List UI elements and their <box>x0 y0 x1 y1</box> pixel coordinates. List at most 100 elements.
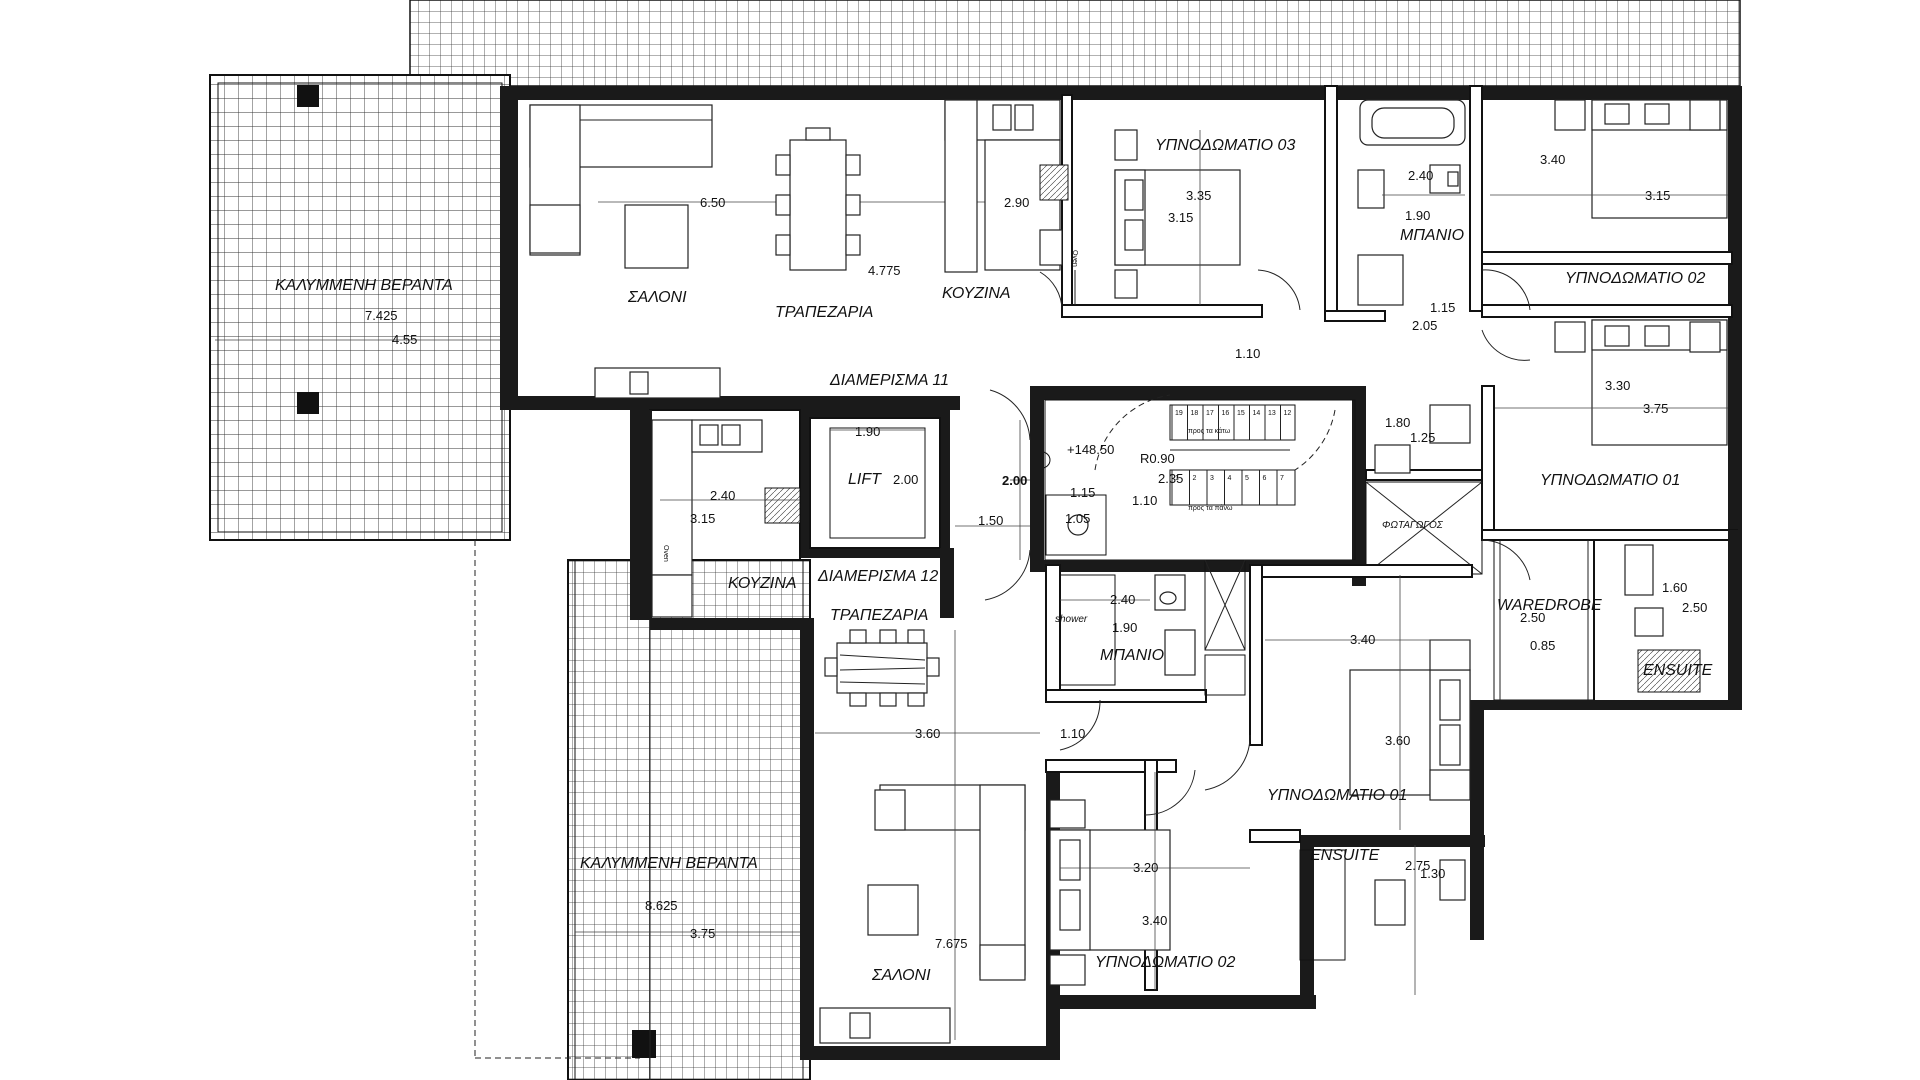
label-ypnodomatio-03: ΥΠΝΟΔΩΜΑΤΙΟ 03 <box>1155 137 1295 154</box>
label-kouzina-12: ΚΟΥΖΙΝΑ <box>728 575 797 592</box>
dim-stair-b: 1.10 <box>1132 493 1157 508</box>
dim-lift-h: 2.00 <box>893 472 918 487</box>
dim-bath12-w: 2.40 <box>1110 592 1135 607</box>
kitchen-12-units <box>651 419 801 618</box>
label-veranda-bottom: ΚΑΛΥΜΜΕΝΗ ΒΕΡΑΝΤΑ <box>580 855 758 872</box>
stair-step-number: 13 <box>1268 410 1276 417</box>
bedroom-01-mid-furniture <box>1265 575 1471 830</box>
dim-living-11: 6.50 <box>700 195 725 210</box>
label-ypnodomatio-02-mid: ΥΠΝΟΔΩΜΑΤΙΟ 02 <box>1095 954 1235 971</box>
living-12-furniture <box>815 630 1040 1044</box>
dim-bed01-w: 3.30 <box>1605 378 1630 393</box>
dim-bath-w: 2.40 <box>1408 168 1433 183</box>
stair-step-number: 15 <box>1237 410 1245 417</box>
dim-bed03-h: 3.15 <box>1168 210 1193 225</box>
room-labels: ΚΑΛΥΜΜΕΝΗ ΒΕΡΑΝΤΑ ΣΑΛΟΝΙ ΤΡΑΠΕΖΑΡΙΑ ΚΟΥΖ… <box>275 137 1713 984</box>
bathroom-top-fixtures <box>1357 99 1466 306</box>
stair-step-number: 19 <box>1175 410 1183 417</box>
label-veranda-top: ΚΑΛΥΜΜΕΝΗ ΒΕΡΑΝΤΑ <box>275 277 453 294</box>
dim-stair-a: 1.15 <box>1070 485 1095 500</box>
oven-label: Oven <box>1071 250 1078 267</box>
stair-down-label: προς τα κάτω <box>1188 427 1231 435</box>
dim-veranda-top-h: 4.55 <box>392 332 417 347</box>
label-apartment-12: ΔΙΑΜΕΡΙΣΜΑ 12 <box>817 568 938 585</box>
dining-11-table <box>775 127 861 271</box>
label-lift: LIFT <box>848 471 882 488</box>
dim-bed01m-w: 3.40 <box>1350 632 1375 647</box>
living-11-furniture <box>529 104 1040 399</box>
dim-ward-d: 0.85 <box>1530 638 1555 653</box>
dim-bed01m-h: 3.60 <box>1385 733 1410 748</box>
label-shower: shower <box>1055 614 1088 625</box>
dim-stair-r: R0.90 <box>1140 451 1175 466</box>
dim-depth-11: 4.775 <box>868 263 901 278</box>
bedroom-03-furniture <box>1114 129 1241 305</box>
dim-bath12-h: 1.90 <box>1112 620 1137 635</box>
dim-lobby: 2.00 <box>1002 473 1027 488</box>
dim-wc-w: 1.80 <box>1385 415 1410 430</box>
dim-lift-w: 1.90 <box>855 424 880 439</box>
stair-labels: προς τα κάτω προς τα πάνω Oven Oven <box>662 250 1233 562</box>
dim-corr-c: 1.10 <box>1235 346 1260 361</box>
stair-step-number: 6 <box>1263 475 1267 482</box>
label-ensuite-mid: ENSUITE <box>1310 847 1380 864</box>
dim-level: +148.50 <box>1067 442 1114 457</box>
dim-living12-w: 3.60 <box>915 726 940 741</box>
bedroom-02-mid-furniture <box>1049 772 1250 990</box>
label-waredrobe: WAREDROBE <box>1497 597 1602 614</box>
dim-stair-w: 2.35 <box>1158 471 1183 486</box>
dim-ensm-w: 2.75 <box>1405 858 1430 873</box>
stair-step-number: 3 <box>1210 475 1214 482</box>
bedroom-01-right-furniture <box>1495 319 1728 446</box>
dim-corr-b: 2.05 <box>1412 318 1437 333</box>
label-ypnodomatio-01-right: ΥΠΝΟΔΩΜΑΤΙΟ 01 <box>1540 472 1680 489</box>
dim-bed01-h: 3.75 <box>1643 401 1668 416</box>
kitchen-11-units <box>944 99 1076 305</box>
dim-veranda-top-w: 7.425 <box>365 308 398 323</box>
dim-wc-h: 1.25 <box>1410 430 1435 445</box>
stair-step-number: 4 <box>1228 475 1232 482</box>
stair-step-number: 18 <box>1191 410 1199 417</box>
dim-living12-h: 7.675 <box>935 936 968 951</box>
dim-kitchen12-w: 2.40 <box>710 488 735 503</box>
label-mpanio-top: ΜΠΑΝΙΟ <box>1400 227 1464 244</box>
dim-bed02m-h: 3.40 <box>1142 913 1167 928</box>
dim-lobby-w: 1.50 <box>978 513 1003 528</box>
label-mpanio-mid: ΜΠΑΝΙΟ <box>1100 647 1164 664</box>
doors <box>984 269 1531 816</box>
label-fotagogos: ΦΩΤΑΓΩΓΟΣ <box>1382 520 1444 531</box>
label-trapezaria-11: ΤΡΑΠΕΖΑΡΙΑ <box>775 304 873 321</box>
stair-step-number: 17 <box>1206 410 1214 417</box>
stair-step-number: 2 <box>1193 475 1197 482</box>
dim-ensm-h: 1.30 <box>1420 866 1445 881</box>
dim-ward-w: 2.50 <box>1520 610 1545 625</box>
dim-veranda-bot-h: 3.75 <box>690 926 715 941</box>
veranda-top-left <box>209 74 511 541</box>
stair-step-number: 12 <box>1284 410 1292 417</box>
dim-kitchen-11: 2.90 <box>1004 195 1029 210</box>
stair-step-number: 16 <box>1222 410 1230 417</box>
bedroom-02-right-furniture <box>1490 99 1728 219</box>
ensuite-mid-fixtures <box>1299 845 1466 995</box>
dining-12-table <box>824 629 940 707</box>
veranda-bottom-left <box>474 540 811 1080</box>
dim-bed02-h: 3.15 <box>1645 188 1670 203</box>
dim-kitchen12-h: 3.15 <box>690 511 715 526</box>
label-kouzina-11: ΚΟΥΖΙΝΑ <box>942 285 1011 302</box>
dim-bath-h: 1.90 <box>1405 208 1430 223</box>
label-ypnodomatio-01-mid: ΥΠΝΟΔΩΜΑΤΙΟ 01 <box>1267 787 1407 804</box>
label-saloni-12: ΣΑΛΟΝΙ <box>871 967 931 984</box>
label-ensuite-right: ENSUITE <box>1643 662 1713 679</box>
apartment-11-walls <box>500 85 1742 708</box>
bath-12-fixtures <box>1059 559 1246 696</box>
oven-label-12: Oven <box>662 545 669 562</box>
dimension-labels: 7.425 4.55 6.50 2.90 4.775 3.35 3.15 2.4… <box>365 152 1707 951</box>
wardrobe-ensuite-right <box>1480 530 1742 710</box>
top-balcony <box>409 0 1741 87</box>
dim-veranda-bot-w: 8.625 <box>645 898 678 913</box>
dim-bed02-w: 3.40 <box>1540 152 1565 167</box>
